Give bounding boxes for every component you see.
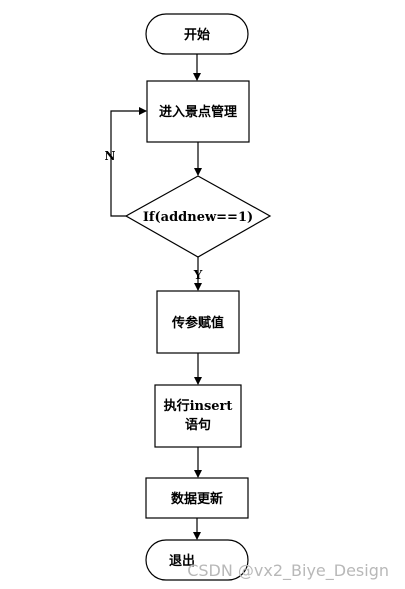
end-node: 退出 bbox=[145, 539, 249, 581]
pass-params-node: 传参赋值 bbox=[156, 290, 240, 354]
yes-label: Y bbox=[193, 268, 203, 282]
edge-decision-no-loop bbox=[110, 107, 147, 217]
decision-label: If(addnew==1) bbox=[143, 210, 253, 225]
start-label: 开始 bbox=[184, 27, 210, 43]
start-node: 开始 bbox=[145, 13, 249, 55]
data-update-label: 数据更新 bbox=[171, 491, 223, 507]
no-label: N bbox=[105, 149, 116, 163]
execute-insert-node: 执行insert 语句 bbox=[154, 384, 242, 448]
data-update-node: 数据更新 bbox=[145, 477, 249, 519]
decision-node: If(addnew==1) bbox=[124, 175, 272, 258]
execute-insert-label-line2: 语句 bbox=[185, 417, 211, 433]
end-label: 退出 bbox=[169, 553, 195, 569]
watermark: CSDN @vx2_Biye_Design bbox=[187, 561, 389, 581]
enter-management-label: 进入景点管理 bbox=[159, 104, 237, 120]
enter-management-node: 进入景点管理 bbox=[146, 80, 250, 143]
execute-insert-label-line1: 执行insert bbox=[164, 398, 233, 414]
pass-params-label: 传参赋值 bbox=[171, 315, 224, 331]
